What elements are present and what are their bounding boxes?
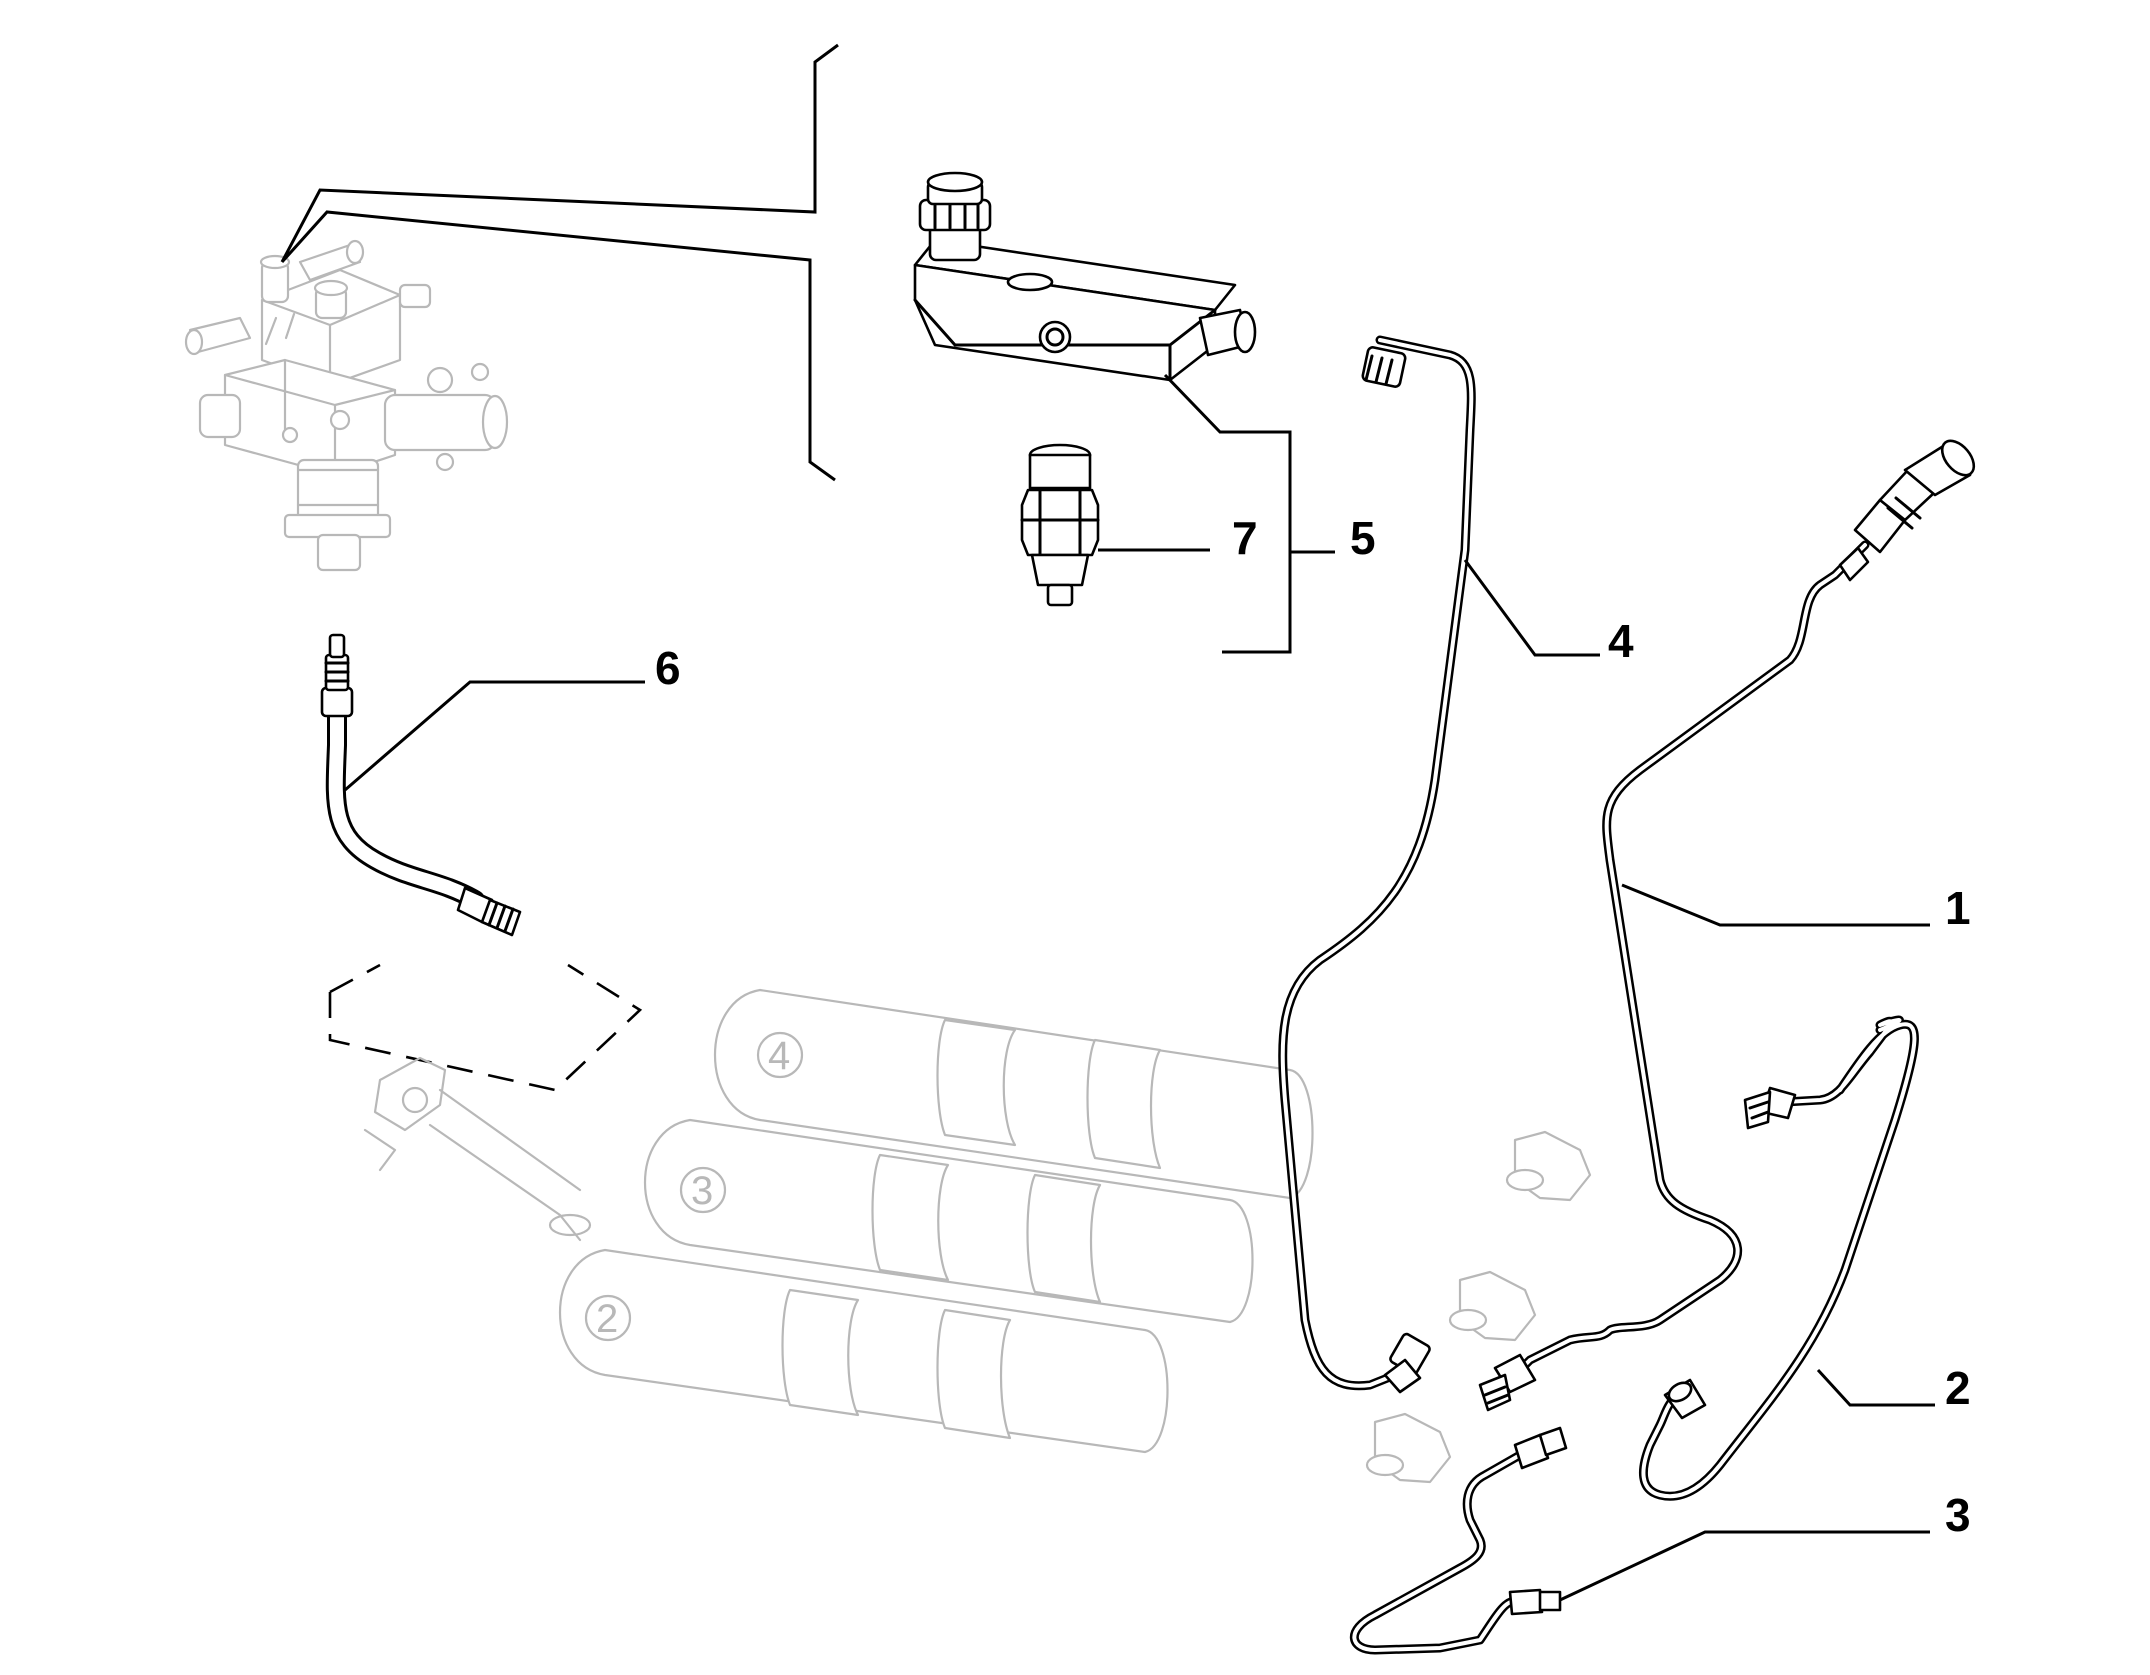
cylinder-label-4: 4	[768, 1034, 790, 1078]
air-tank-4: 4	[713, 988, 1592, 1202]
pipe-3	[1349, 1426, 1568, 1655]
flexible-hose	[320, 633, 522, 937]
air-tank-2: 2	[558, 1248, 1452, 1484]
pipe-4	[1278, 335, 1476, 1394]
cylinder-label-2: 2	[596, 1297, 618, 1341]
support-arm-ghost	[363, 1056, 592, 1242]
callout-4: 4	[1608, 615, 1634, 667]
callout-5: 5	[1350, 512, 1376, 564]
hose-leader	[344, 680, 645, 792]
pipe-4-leader	[1463, 559, 1600, 657]
valve-assembly-ghost	[184, 239, 509, 572]
pipe-2-leader	[1816, 1368, 1935, 1407]
callout-6: 6	[655, 642, 681, 694]
pipe-1-leader	[1621, 883, 1930, 927]
clamp-dashed-outline	[328, 963, 643, 1092]
pipe-2	[1638, 1015, 1919, 1501]
manifold-block	[913, 171, 1257, 382]
callout-2: 2	[1945, 1362, 1971, 1414]
pipe-3-leader	[1559, 1530, 1930, 1602]
manifold-leader	[1163, 373, 1292, 654]
cylinder-label-3: 3	[691, 1169, 713, 1213]
pipe-1	[1478, 439, 1976, 1412]
air-tank-3: 3	[643, 1118, 1537, 1342]
switch-leader	[1098, 548, 1335, 554]
valve-bracket-lines	[280, 43, 839, 482]
callout-3: 3	[1945, 1489, 1971, 1541]
callout-7: 7	[1232, 512, 1258, 564]
pressure-switch	[1020, 443, 1100, 607]
callout-1: 1	[1945, 882, 1971, 934]
